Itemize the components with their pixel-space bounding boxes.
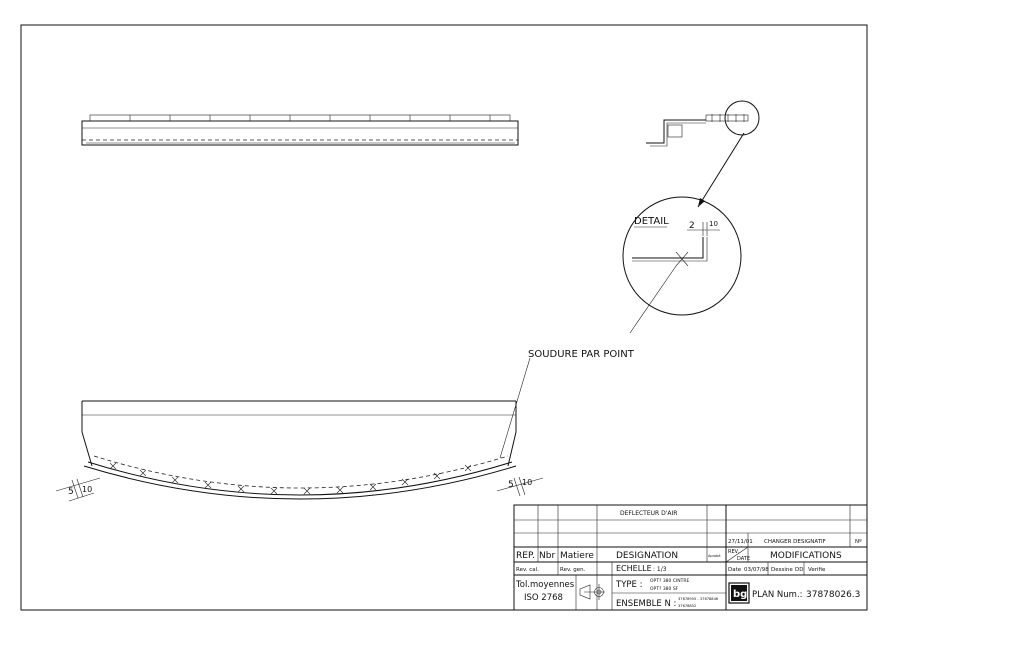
date-label: Date: [728, 567, 742, 573]
detail-dim-10: 10: [709, 220, 718, 228]
rev-num: Nº: [855, 538, 862, 545]
detail-dim-2: 2: [689, 221, 695, 231]
plan-label: PLAN Num.:: [752, 590, 803, 600]
header-rep: REP.: [516, 551, 535, 561]
dim-left-10: 10: [82, 485, 92, 494]
item-name: DEFLECTEUR D'AIR: [620, 510, 677, 517]
dessine-value: DD: [795, 567, 803, 573]
header-designation: DESIGNATION: [616, 551, 678, 561]
header-nbr: Nbr: [539, 551, 555, 561]
side-profile-view: [646, 100, 760, 147]
tolerance-line2: ISO 2768: [524, 593, 563, 603]
echelle-label: ECHELLE: [616, 564, 652, 573]
echelle-value: : 1/3: [653, 566, 667, 573]
header-date: DATE: [737, 556, 750, 562]
detail-label: DETAIL: [634, 216, 669, 227]
front-curved-view: [81, 400, 517, 500]
ensemble-line2: 37678852: [678, 604, 696, 608]
type-line2: OPT? 380 SF: [650, 586, 679, 592]
type-label: TYPE :: [615, 580, 642, 590]
header-rev: REV.: [728, 549, 739, 555]
rev-gen: Rev. gen.: [560, 567, 586, 573]
date-value: 03/07/98: [744, 567, 769, 573]
svg-text:bg: bg: [733, 589, 747, 600]
detail-leader-line: [697, 132, 745, 208]
title-block: DEFLECTEUR D'AIR 27/11/01 CHANGER DESIGN…: [513, 504, 868, 611]
tolerance-line1: Tol.moyennes: [515, 580, 575, 590]
rev-date: 27/11/01: [728, 539, 753, 545]
dimension-left: 5 10: [55, 477, 101, 502]
dim-right-5: 5: [508, 480, 514, 490]
plan-number: 37878026.3: [806, 590, 860, 600]
top-elevation-view: [81, 114, 519, 146]
dim-right-10: 10: [522, 478, 532, 487]
dimension-right: 5 10: [496, 476, 544, 497]
projection-symbol-icon: [579, 584, 605, 600]
verifie-label: Verifie: [808, 567, 826, 573]
ensemble-line1: 37678955 - 37678846: [678, 597, 719, 601]
dim-left-5: 5: [68, 487, 74, 497]
weld-leader-line: [629, 265, 677, 334]
header-matiere: Matiere: [560, 551, 594, 561]
weld-note: SOUDURE PAR POINT: [528, 349, 635, 360]
detail-arrowhead: [698, 198, 705, 207]
ensemble-label: ENSEMBLE N :: [616, 599, 676, 609]
dessine-label: Dessine: [771, 567, 793, 573]
rev-text: CHANGER DESIGNATIF: [764, 539, 826, 545]
header-modifications: MODIFICATIONS: [770, 551, 842, 561]
detail-view: DETAIL 2 10: [622, 196, 742, 316]
company-logo: bg: [728, 582, 750, 604]
rev-cal: Rev. cal.: [516, 567, 539, 573]
sheet-border: [20, 24, 868, 611]
type-line1: OPT? 380 CINTRE: [650, 578, 690, 584]
header-small: Aprobé: [708, 554, 721, 558]
